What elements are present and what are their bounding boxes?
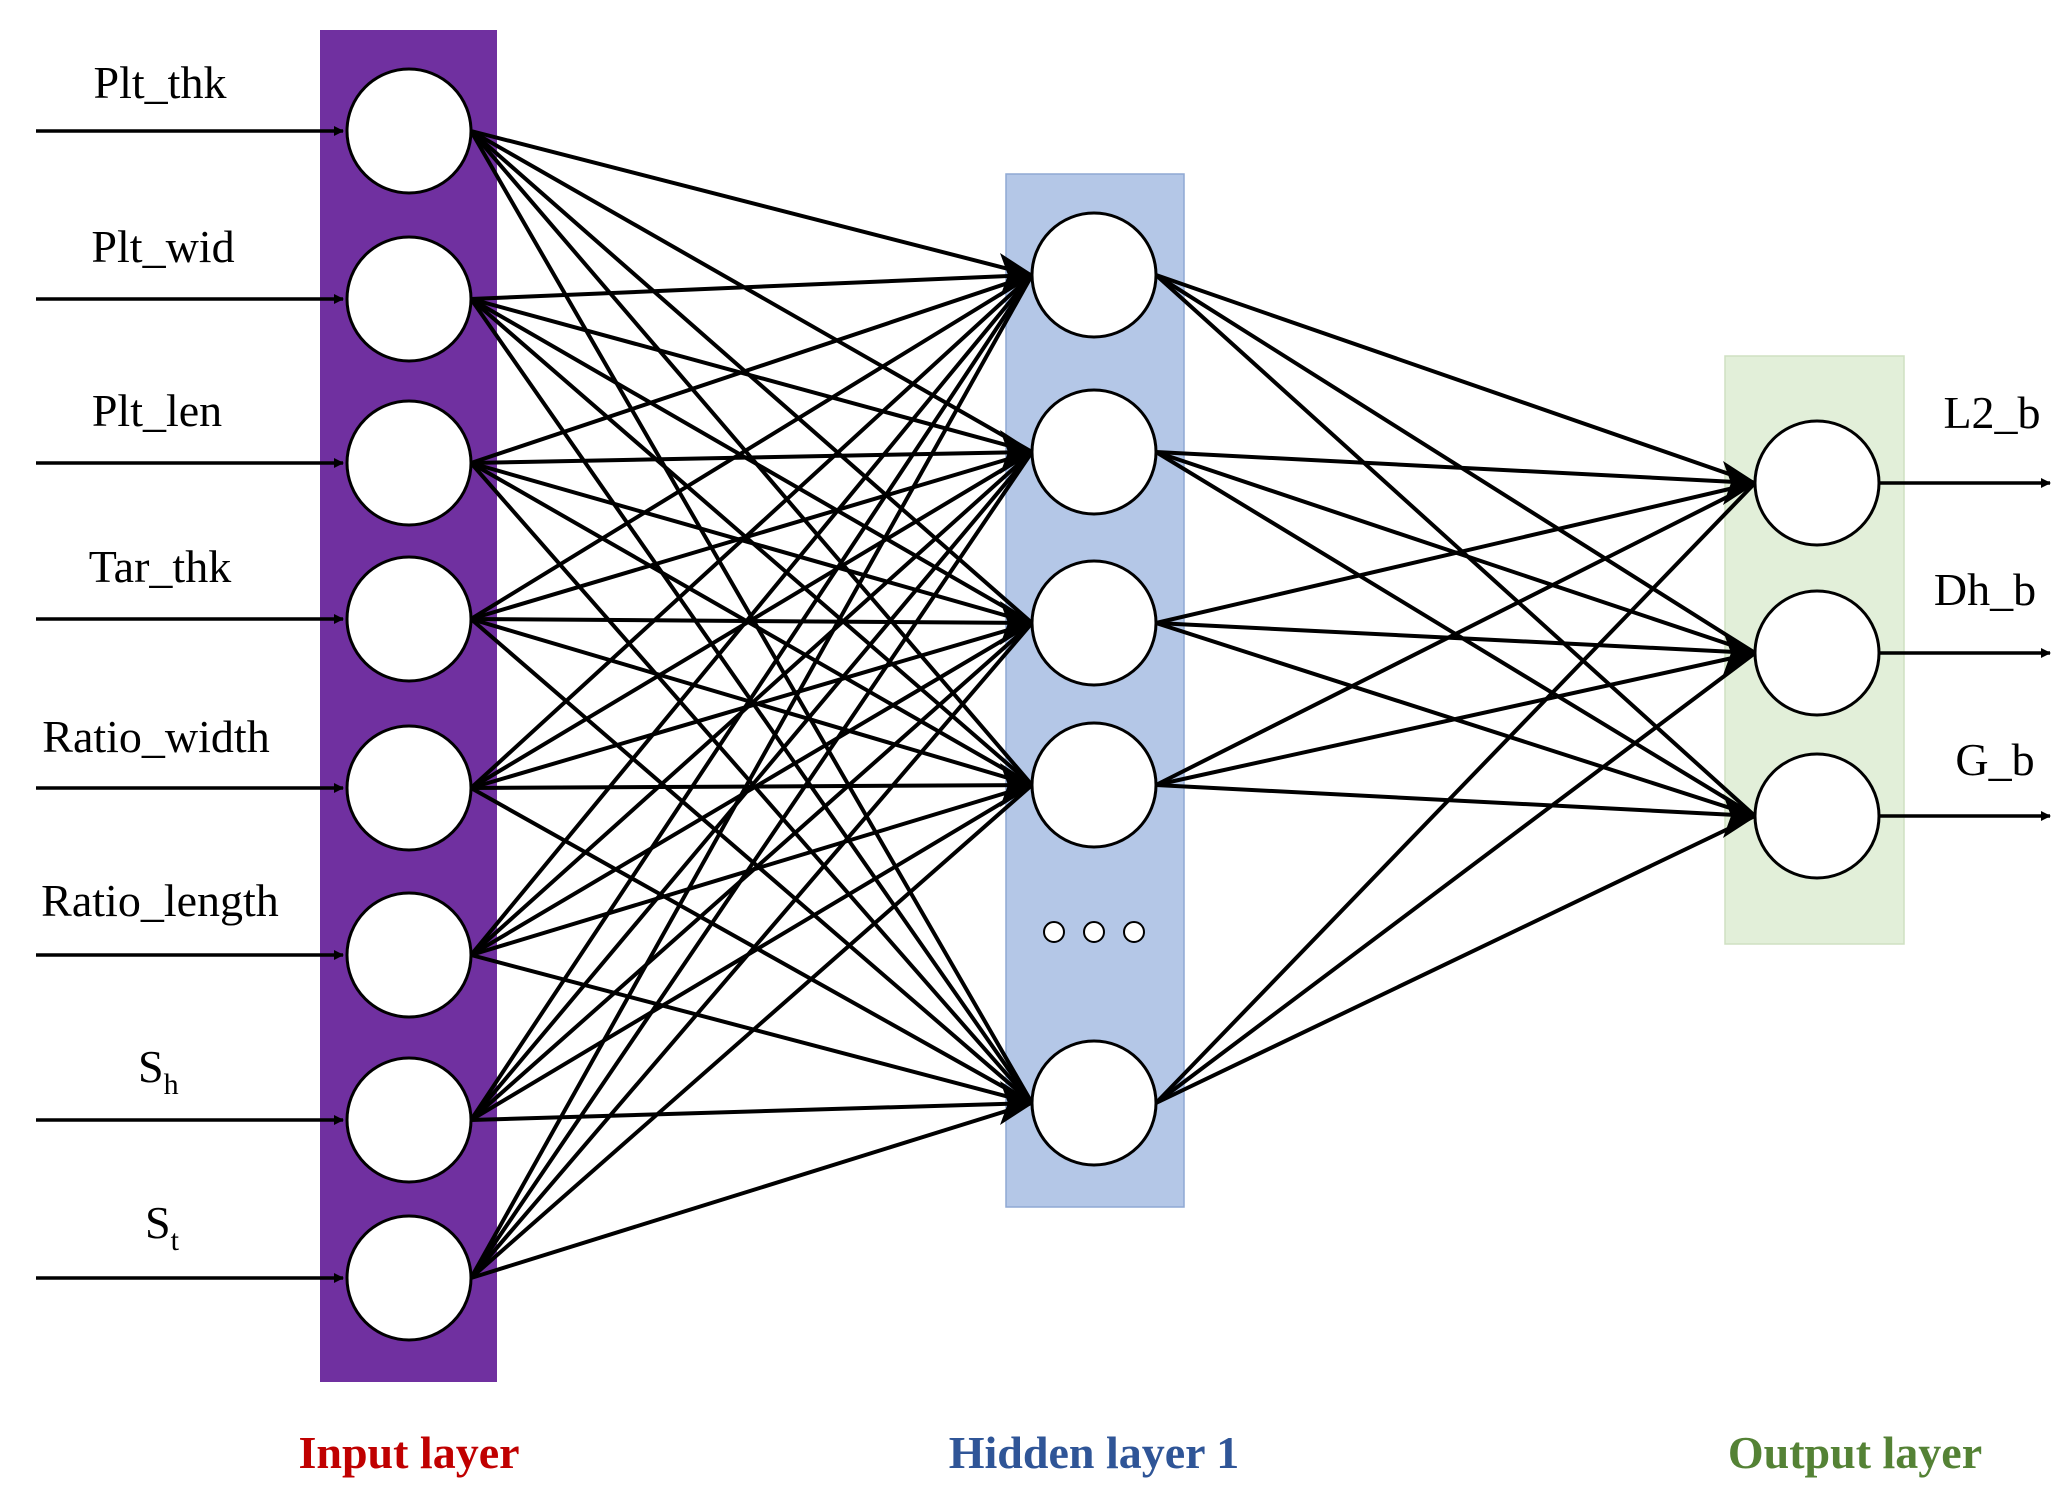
- input-hidden-arrowhead: [1000, 1081, 1034, 1125]
- hidden-output-edge: [1155, 621, 1756, 655]
- input-hidden-edge: [470, 461, 1033, 625]
- hidden-node: [1030, 1039, 1158, 1167]
- input-hidden-arrowhead: [1000, 763, 1034, 807]
- output-node: [1753, 752, 1881, 880]
- connections: [469, 129, 1757, 1280]
- input-hidden-edge: [470, 273, 1033, 301]
- input-hidden-edge: [469, 450, 1034, 1122]
- input-node: [345, 891, 473, 1019]
- input-hidden-edge: [469, 621, 1034, 1122]
- input-hidden-edge: [469, 273, 1034, 790]
- input-labels: Plt_thk Plt_wid Plt_len Tar_thk Ratio_wi…: [41, 57, 279, 1257]
- input-label-sh: Sh: [138, 1041, 179, 1101]
- input-hidden-edge: [470, 450, 1033, 621]
- output-node: [1753, 589, 1881, 717]
- hidden-layer-panel: [1005, 173, 1185, 1208]
- input-label: Plt_wid: [91, 221, 234, 272]
- input-hidden-edge: [469, 783, 1034, 1280]
- input-hidden-arrowhead: [1000, 253, 1034, 297]
- input-label: Ratio_length: [41, 875, 279, 926]
- input-hidden-edge: [470, 129, 1033, 454]
- output-label: Dh_b: [1934, 564, 2036, 615]
- input-node: [345, 1214, 473, 1342]
- input-hidden-arrowhead: [1000, 430, 1034, 474]
- arrowheads: [1000, 253, 1757, 1125]
- output-label: G_b: [1955, 734, 2034, 785]
- input-hidden-edge: [469, 273, 1034, 957]
- input-label-st: St: [145, 1197, 180, 1257]
- hidden-output-edge: [1155, 814, 1756, 1105]
- output-node: [1753, 419, 1881, 547]
- hidden-output-arrowhead: [1723, 794, 1757, 838]
- output-labels: L2_b Dh_b G_b: [1934, 387, 2041, 785]
- nodes: [345, 67, 1881, 1342]
- input-hidden-arrowhead: [1000, 601, 1034, 645]
- io-arrows: [36, 126, 2051, 1283]
- hidden-output-edge: [1154, 481, 1757, 1105]
- input-hidden-edge: [469, 273, 1034, 621]
- output-layer-caption: Output layer: [1728, 1427, 1982, 1478]
- hidden-output-edge: [1155, 481, 1756, 625]
- input-node: [345, 1056, 473, 1184]
- input-label: Tar_thk: [89, 541, 231, 592]
- input-node: [345, 724, 473, 852]
- input-label: Plt_thk: [94, 57, 227, 108]
- hidden-output-arrowhead: [1723, 461, 1757, 505]
- ellipsis-dot: [1043, 921, 1065, 943]
- hidden-output-edge: [1155, 273, 1756, 485]
- ellipsis-dot: [1083, 921, 1105, 943]
- input-hidden-edge: [470, 450, 1033, 465]
- input-hidden-edge: [469, 297, 1034, 625]
- input-hidden-edge: [470, 297, 1033, 454]
- output-label: L2_b: [1943, 387, 2040, 438]
- input-node: [345, 399, 473, 527]
- input-node: [345, 555, 473, 683]
- input-node: [345, 67, 473, 195]
- hidden-node: [1030, 721, 1158, 849]
- hidden-node: [1030, 559, 1158, 687]
- hidden-layer-caption: Hidden layer 1: [949, 1427, 1240, 1478]
- hidden-node: [1030, 388, 1158, 516]
- input-hidden-edge: [469, 621, 1034, 1280]
- input-layer-caption: Input layer: [298, 1427, 519, 1478]
- hidden-output-edge: [1154, 651, 1757, 1105]
- hidden-output-arrowhead: [1723, 631, 1757, 675]
- input-label: Plt_len: [92, 385, 222, 436]
- hidden-output-edge: [1155, 783, 1756, 818]
- input-hidden-edge: [470, 1101, 1033, 1280]
- hidden-output-edge: [1154, 273, 1757, 655]
- input-node: [345, 235, 473, 363]
- input-hidden-edge: [469, 617, 1034, 1105]
- hidden-output-edge: [1154, 273, 1757, 818]
- input-label: Ratio_width: [42, 711, 269, 762]
- hidden-output-edge: [1155, 481, 1756, 787]
- input-hidden-edge: [470, 129, 1033, 277]
- input-hidden-edge: [469, 273, 1034, 1122]
- input-hidden-edge: [469, 450, 1034, 957]
- input-hidden-edge: [470, 273, 1033, 465]
- input-hidden-edge: [470, 1101, 1033, 1122]
- hidden-output-edge: [1155, 450, 1756, 485]
- input-hidden-edge: [469, 450, 1034, 790]
- input-hidden-edge: [469, 450, 1034, 1280]
- hidden-output-edge: [1155, 651, 1756, 787]
- ellipsis-dot: [1123, 921, 1145, 943]
- input-hidden-edge: [469, 274, 1034, 1279]
- hidden-node: [1030, 211, 1158, 339]
